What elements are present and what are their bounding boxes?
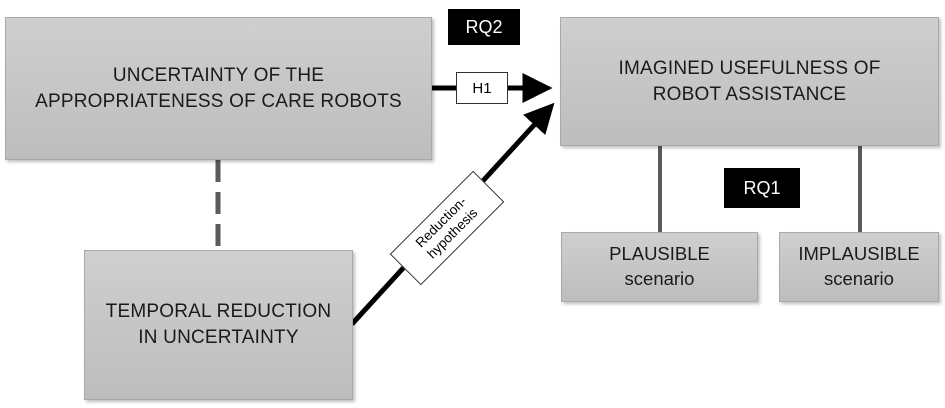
uncertainty-line1: UNCERTAINTY OF THE bbox=[112, 64, 325, 86]
usefulness-box: IMAGINED USEFULNESS OF ROBOT ASSISTANCE bbox=[560, 17, 939, 146]
h1-label: H1 bbox=[456, 72, 508, 104]
implausible-scenario-box: IMPLAUSIBLE scenario bbox=[779, 232, 939, 302]
temporal-line2: IN UNCERTAINTY bbox=[138, 327, 299, 348]
usefulness-line1: IMAGINED USEFULNESS OF bbox=[618, 57, 881, 79]
plausible-line1: PLAUSIBLE bbox=[609, 243, 710, 265]
plausible-line2: scenario bbox=[624, 268, 695, 289]
rq2-tag: RQ2 bbox=[448, 9, 520, 45]
implausible-line2: scenario bbox=[824, 268, 894, 289]
temporal-line1: TEMPORAL REDUCTION bbox=[105, 301, 332, 323]
temporal-reduction-box: TEMPORAL REDUCTION IN UNCERTAINTY bbox=[84, 250, 353, 400]
rq1-tag: RQ1 bbox=[724, 168, 800, 208]
uncertainty-line2: APPROPRIATENESS OF CARE ROBOTS bbox=[35, 90, 402, 112]
plausible-scenario-box: PLAUSIBLE scenario bbox=[561, 232, 758, 302]
uncertainty-box: UNCERTAINTY OF THE APPROPRIATENESS OF CA… bbox=[5, 17, 432, 160]
implausible-line1: IMPLAUSIBLE bbox=[798, 243, 920, 265]
usefulness-line2: ROBOT ASSISTANCE bbox=[652, 83, 847, 105]
